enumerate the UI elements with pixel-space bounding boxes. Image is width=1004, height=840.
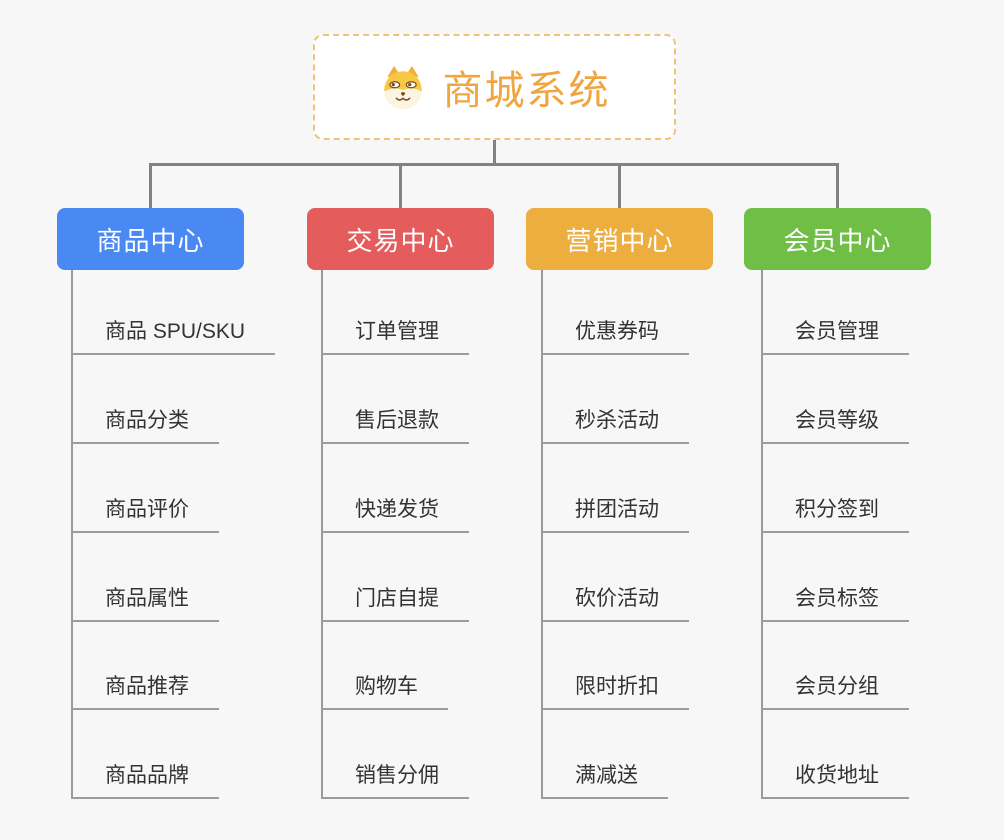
leaf-node[interactable]: 售后退款 bbox=[321, 408, 469, 444]
root-title: 商城系统 bbox=[442, 69, 611, 113]
leaf-node[interactable]: 商品属性 bbox=[71, 586, 219, 622]
leaf-node[interactable]: 满减送 bbox=[541, 763, 668, 799]
connector-branch-drop bbox=[399, 163, 402, 209]
branch-trunk-line bbox=[321, 270, 323, 799]
branch-node-member-center[interactable]: 会员中心 bbox=[744, 208, 931, 270]
leaf-node[interactable]: 快递发货 bbox=[321, 497, 469, 533]
leaf-node[interactable]: 商品 SPU/SKU bbox=[71, 319, 276, 355]
branch-node-product-center[interactable]: 商品中心 bbox=[57, 208, 244, 270]
branch-trunk-line bbox=[541, 270, 543, 799]
leaf-node[interactable]: 会员等级 bbox=[761, 408, 909, 444]
branch-node-trade-center[interactable]: 交易中心 bbox=[307, 208, 494, 270]
leaf-node[interactable]: 商品分类 bbox=[71, 408, 219, 444]
dog-face-icon bbox=[379, 64, 427, 110]
leaf-node[interactable]: 优惠券码 bbox=[541, 319, 689, 355]
leaf-node[interactable]: 商品品牌 bbox=[71, 763, 219, 799]
leaf-node[interactable]: 限时折扣 bbox=[541, 674, 689, 710]
leaf-node[interactable]: 会员管理 bbox=[761, 319, 909, 355]
leaf-node[interactable]: 购物车 bbox=[321, 674, 448, 710]
leaf-node[interactable]: 会员标签 bbox=[761, 586, 909, 622]
branch-trunk-line bbox=[71, 270, 73, 799]
branch-trunk-line bbox=[761, 270, 763, 799]
leaf-node[interactable]: 门店自提 bbox=[321, 586, 469, 622]
leaf-node[interactable]: 砍价活动 bbox=[541, 586, 689, 622]
branch-node-marketing-center[interactable]: 营销中心 bbox=[526, 208, 713, 270]
leaf-node[interactable]: 会员分组 bbox=[761, 674, 909, 710]
root-node[interactable]: 商城系统 bbox=[313, 34, 676, 140]
leaf-node[interactable]: 商品评价 bbox=[71, 497, 219, 533]
connector-branch-drop bbox=[149, 163, 152, 209]
connector-branch-drop bbox=[836, 163, 839, 209]
connector-branch-drop bbox=[618, 163, 621, 209]
leaf-node[interactable]: 积分签到 bbox=[761, 497, 909, 533]
connector-horizontal bbox=[149, 163, 839, 166]
leaf-node[interactable]: 秒杀活动 bbox=[541, 408, 689, 444]
leaf-node[interactable]: 商品推荐 bbox=[71, 674, 219, 710]
connector-root-drop bbox=[493, 140, 496, 166]
leaf-node[interactable]: 拼团活动 bbox=[541, 497, 689, 533]
leaf-node[interactable]: 订单管理 bbox=[321, 319, 469, 355]
leaf-node[interactable]: 销售分佣 bbox=[321, 763, 469, 799]
leaf-node[interactable]: 收货地址 bbox=[761, 763, 909, 799]
